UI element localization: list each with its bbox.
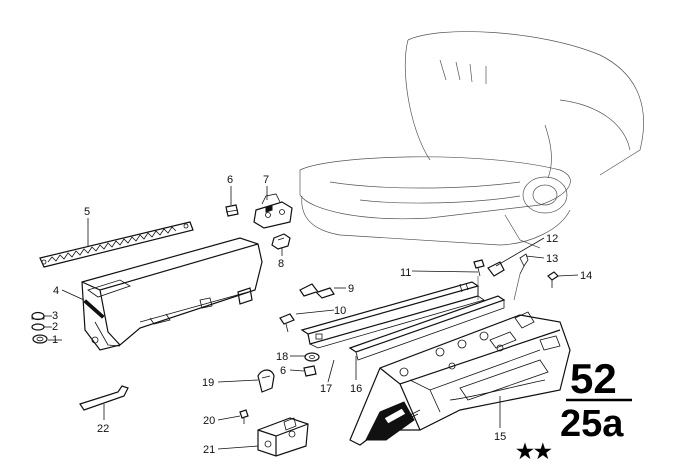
callout-20: 20 — [203, 415, 215, 427]
callout-12: 12 — [546, 233, 558, 245]
callout-21: 21 — [203, 444, 215, 456]
callout-4: 4 — [53, 285, 59, 297]
strap-part-9 — [299, 283, 335, 299]
rail-part-17 — [300, 281, 485, 349]
callout-9: 9 — [348, 283, 354, 295]
callout-13: 13 — [546, 253, 558, 265]
callout-7: 7 — [263, 174, 269, 186]
rack-part-5 — [39, 221, 194, 268]
base-part-15 — [349, 311, 571, 446]
left-rail-housing — [81, 237, 263, 351]
callout-6-lower: 6 — [280, 365, 286, 377]
callout-10: 10 — [334, 305, 346, 317]
callout-8: 8 — [278, 258, 284, 270]
callout-19: 19 — [202, 377, 214, 389]
part-group-number: 52 — [570, 355, 617, 402]
callout-11: 11 — [400, 267, 411, 279]
callout-15: 15 — [494, 431, 506, 443]
cover-part-19 — [257, 369, 275, 393]
seat-outline — [299, 31, 644, 249]
callout-17: 17 — [320, 383, 332, 395]
callout-numbers: 5 4 3 2 1 6 7 8 9 10 11 12 13 14 15 16 1… — [52, 174, 592, 456]
callout-5: 5 — [84, 206, 90, 218]
hardware-18-6 — [303, 352, 320, 377]
bracket-part-21 — [257, 417, 309, 457]
callout-18: 18 — [276, 351, 288, 363]
hardware-11-14 — [473, 253, 559, 301]
bracket-part-7 — [253, 193, 293, 229]
hardware-1-2-3 — [31, 311, 48, 344]
callout-14: 14 — [580, 270, 592, 282]
rail-part-16 — [348, 295, 506, 361]
bolt-part-8 — [271, 233, 291, 250]
callout-22: 22 — [97, 423, 109, 435]
group-code: 52 25a ★★ — [516, 355, 632, 463]
callout-6-upper: 6 — [227, 174, 233, 186]
callout-3: 3 — [52, 310, 58, 322]
clip-part-6-upper — [225, 204, 239, 217]
leader-lines — [44, 186, 579, 450]
screw-part-10 — [279, 313, 295, 333]
section-number: 25a — [560, 403, 624, 445]
callout-16: 16 — [350, 383, 362, 395]
callout-2: 2 — [52, 321, 58, 333]
star-marker: ★★ — [516, 441, 552, 461]
callout-1: 1 — [52, 334, 58, 346]
bracket-part-22 — [79, 385, 129, 411]
screw-part-20 — [239, 409, 249, 424]
